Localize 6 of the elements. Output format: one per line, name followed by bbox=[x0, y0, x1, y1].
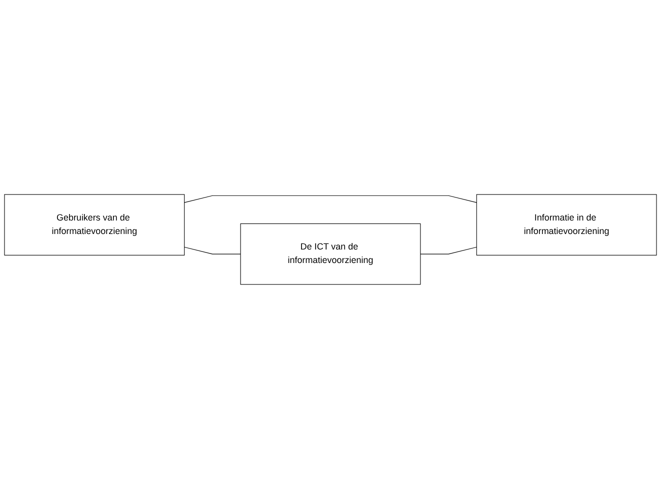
connector bbox=[420, 246, 477, 254]
node-box: Informatie in de informatievoorziening bbox=[476, 194, 657, 256]
node-box: Gebruikers van de informatievoorziening bbox=[4, 194, 185, 256]
connector bbox=[184, 195, 477, 203]
connector bbox=[184, 246, 241, 254]
node-box: De ICT van de informatievoorziening bbox=[240, 223, 421, 285]
